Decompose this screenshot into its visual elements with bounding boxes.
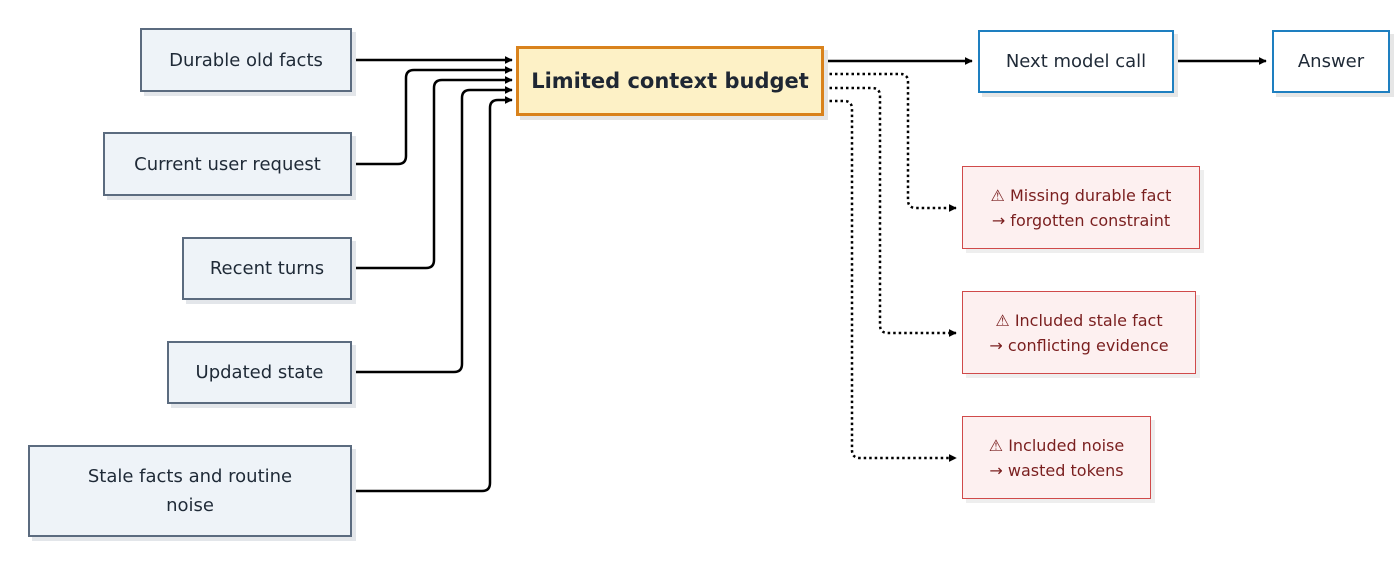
edge-updated-to-budget <box>352 86 513 374</box>
context-budget-node: Limited context budget <box>516 46 824 116</box>
edge-recent-to-budget <box>352 76 513 270</box>
edge-budget-to-noise <box>824 99 957 462</box>
failure-included-noise: ⚠ Included noise → wasted tokens <box>962 416 1151 499</box>
input-durable-old-facts: Durable old facts <box>140 28 352 92</box>
failure-included-stale-fact: ⚠ Included stale fact → conflicting evid… <box>962 291 1196 374</box>
edge-stale-to-budget <box>352 96 513 493</box>
edge-budget-to-missing <box>824 72 957 212</box>
failure-missing-durable-fact: ⚠ Missing durable fact → forgotten const… <box>962 166 1200 249</box>
input-stale-facts-noise: Stale facts and routine noise <box>28 445 352 537</box>
edge-current-to-budget <box>352 66 513 166</box>
input-recent-turns: Recent turns <box>182 237 352 300</box>
next-model-call-node: Next model call <box>978 30 1174 93</box>
input-updated-state: Updated state <box>167 341 352 404</box>
answer-node: Answer <box>1272 30 1390 93</box>
input-current-user-request: Current user request <box>103 132 352 196</box>
edge-budget-to-stale <box>824 86 957 337</box>
